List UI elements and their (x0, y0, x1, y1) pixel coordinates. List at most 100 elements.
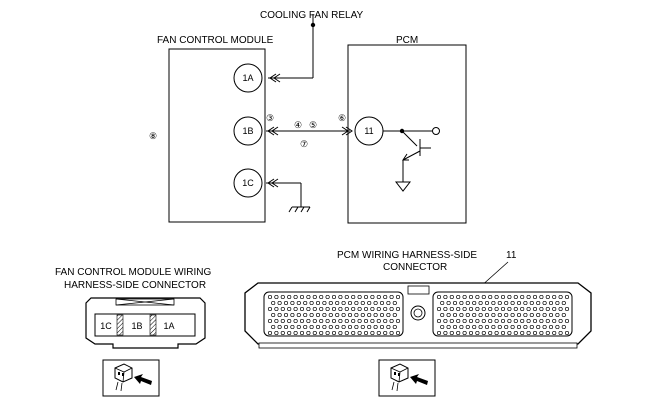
pcm-connector-pin (446, 324, 451, 330)
pcm-connector-pin (459, 312, 464, 318)
pcm-connector-pin (449, 330, 454, 336)
pcm-connector-pin (443, 306, 448, 312)
pcm-connector-pin (357, 318, 362, 324)
pcm-connector-pin (459, 300, 464, 306)
pcm-connector-pin (379, 312, 385, 318)
circled-number-6: ⑥ (338, 113, 346, 123)
pcm-connector-pin (392, 312, 397, 318)
pcm-connector-pin (494, 294, 499, 300)
pcm-connector-pin (322, 312, 327, 318)
pcm-connector-pin (456, 306, 461, 312)
pcm-connector-pin (376, 318, 381, 324)
pcm-connector-pin (344, 318, 349, 324)
pcm-connector-pin (440, 324, 445, 330)
pcm-connector-pin (363, 318, 369, 324)
pcm-connector-pin (357, 330, 362, 336)
pcm-connector-pin (532, 294, 538, 300)
pcm-connector-pin (468, 318, 474, 324)
pcm-connector-pin (395, 294, 401, 300)
pcm-connector-pin (328, 312, 333, 318)
pcm-connector-pin (504, 312, 509, 318)
pcm-connector-pin (363, 330, 369, 336)
pcm-connector-pin (293, 318, 298, 324)
pcm-connector-pin (510, 312, 515, 318)
pcm-connector-pin (532, 306, 538, 312)
pcm-connector-pin (564, 318, 570, 324)
pcm-connector-pin (331, 294, 337, 300)
pcm-connector-pin (446, 312, 451, 318)
pcm-connector-pin (520, 330, 525, 336)
pcm-connector-pin (497, 312, 502, 318)
pcm-connector-pin (494, 330, 499, 336)
pcm-connector-pin (312, 330, 317, 336)
pcm-connector-pin (283, 312, 289, 318)
pcm-connector-pin (328, 300, 333, 306)
wire-relay-to-1a (268, 14, 314, 83)
pcm-connector-pin (309, 312, 314, 318)
pcm-connector-pin (507, 306, 512, 312)
pcm-connector-pin (376, 330, 381, 336)
pcm-connector-pin (287, 306, 292, 312)
pcm-connector-pin (290, 324, 295, 330)
pcm-connector-pin (456, 294, 461, 300)
pcm-connector-pin (500, 294, 506, 300)
pcm-connector-pin (475, 306, 480, 312)
pcm-connector-pin (373, 312, 378, 318)
fcm-connector-pin-1b: 1B (131, 321, 142, 331)
pcm-connector-pin (478, 312, 483, 318)
pcm-connector-pin (319, 306, 324, 312)
pcm-connector-pin (331, 318, 337, 324)
fcm-connector-title-line2: HARNESS-SIDE CONNECTOR (64, 280, 206, 291)
terminal-1b-label: 1B (242, 126, 253, 136)
pcm-connector-pin (373, 324, 378, 330)
pcm-connector-pin (497, 324, 502, 330)
pcm-connector-pin (383, 294, 388, 300)
pcm-connector-pin (462, 294, 467, 300)
pcm-connector-pin (360, 312, 365, 318)
pcm-connector-pin (338, 330, 343, 336)
pcm-connector-pin (494, 306, 499, 312)
pcm-connector-pin (335, 300, 340, 306)
pcm-connector-pin (484, 300, 490, 306)
pcm-connector-pin (465, 312, 470, 318)
pcm-connector-pin (516, 312, 522, 318)
pcm-connector-pin (277, 300, 282, 306)
pcm-connector-pin (309, 300, 314, 306)
pcm-connector-pin (558, 306, 563, 312)
pcm-connector-pin (472, 300, 477, 306)
pcm-connector-pin (500, 318, 506, 324)
pcm-connector-pin (478, 300, 483, 306)
pcm-connector-pin (267, 294, 273, 300)
pcm-connector-pin (545, 306, 550, 312)
pcm-connector-pin (383, 306, 388, 312)
pcm-connector-pin (491, 300, 496, 306)
pcm-connector-pin (287, 318, 292, 324)
pcm-connector-pin (564, 330, 570, 336)
pcm-connector-pin (389, 318, 394, 324)
pcm-connector-pin (513, 306, 518, 312)
pcm-connector-pin (370, 294, 375, 300)
pcm-connector-pin (536, 312, 541, 318)
fcm-connector: 1C 1B 1A (85, 297, 206, 349)
pcm-connector-pin (491, 324, 496, 330)
pcm-connector-pin (376, 306, 381, 312)
pcm-connector-pin (516, 324, 522, 330)
pcm-connector-pin (367, 324, 372, 330)
pcm-connector-pin (344, 294, 349, 300)
pcm-connector-pin (443, 294, 448, 300)
pcm-connector-pin (338, 294, 343, 300)
pcm-connector-pin (271, 300, 276, 306)
pcm-connector-pin (335, 324, 340, 330)
pcm-terminal-11: 11 (354, 116, 384, 146)
pcm-connector-pin (552, 306, 557, 312)
pcm-connector-pin (322, 324, 327, 330)
pcm-connector-pin (335, 312, 340, 318)
pcm-connector-pin (481, 294, 486, 300)
pcm-connector-pin (462, 330, 467, 336)
pcm-connector-pin (552, 318, 557, 324)
pcm-connector-pin (283, 324, 289, 330)
pcm-connector-pin (452, 324, 458, 330)
pcm-connector-pin (552, 330, 557, 336)
pcm-connector-pin (267, 330, 273, 336)
pcm-connector-pin (392, 300, 397, 306)
